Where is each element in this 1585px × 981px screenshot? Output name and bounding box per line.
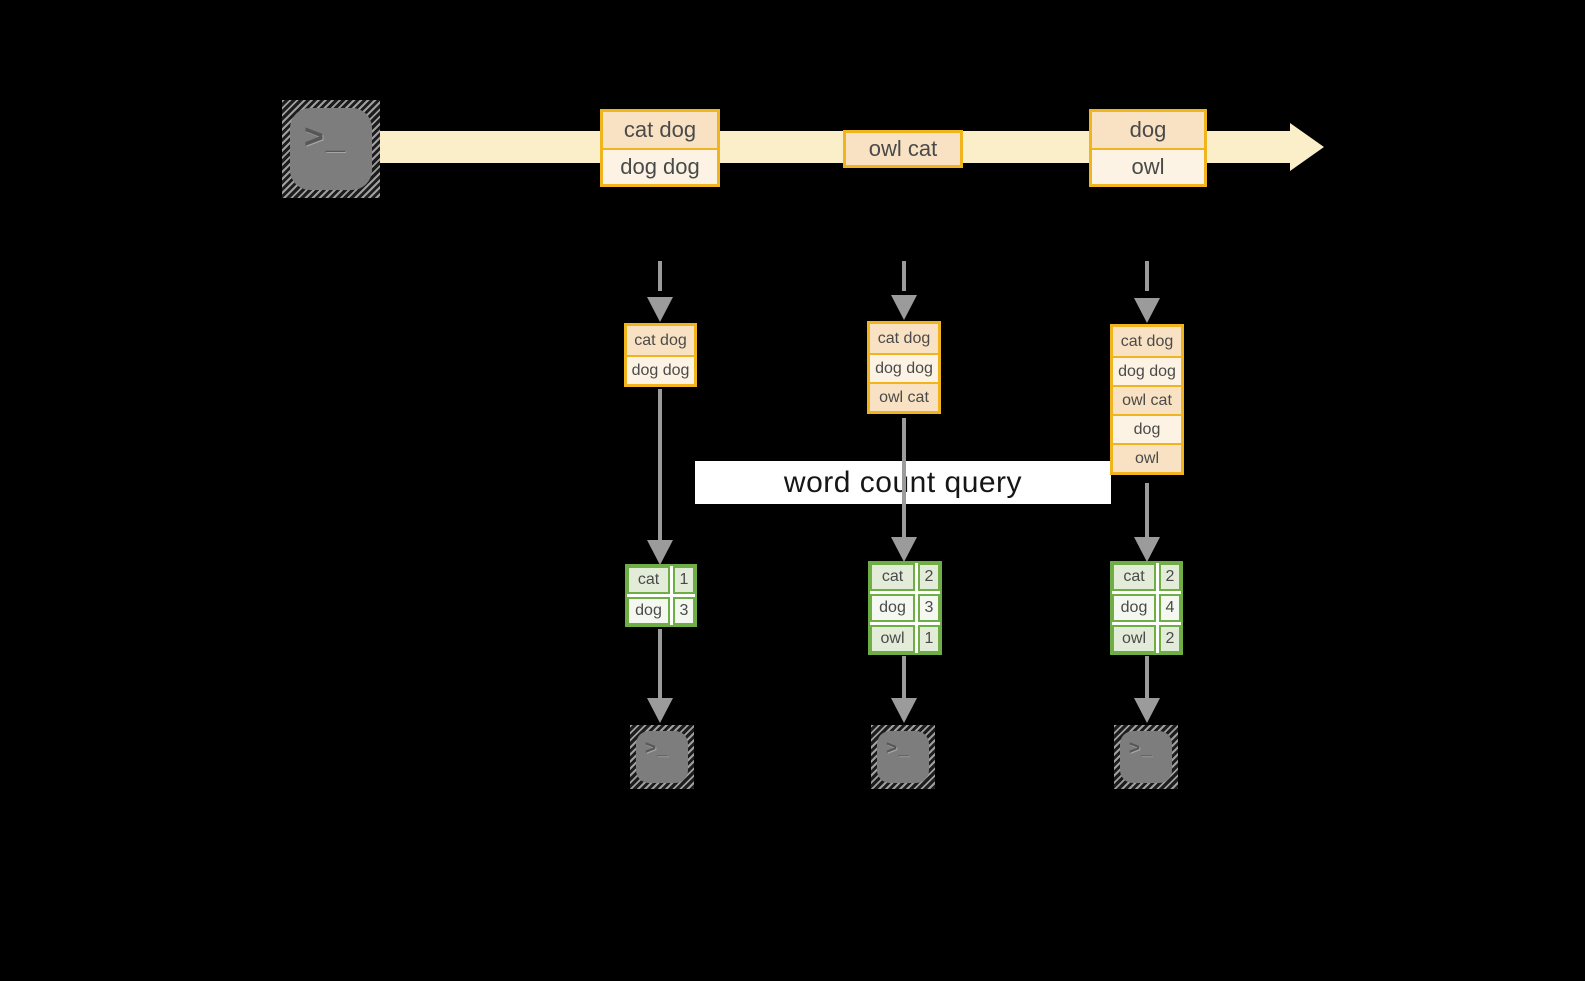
terminal-icon: >_ [290, 108, 372, 190]
trigger-dash-3 [1145, 261, 1149, 291]
input-row: owl cat [1113, 385, 1181, 414]
trigger-dash-1 [658, 261, 662, 291]
input-row: cat dog [1113, 327, 1181, 356]
stream-timeline-arrowhead-icon [1290, 123, 1324, 171]
event-line: dog dog [603, 148, 717, 184]
result-count: 2 [918, 563, 940, 591]
query-line-2 [902, 418, 906, 538]
query-line-1 [658, 389, 662, 542]
output-arrowhead-2 [891, 698, 917, 723]
query-arrowhead-1 [647, 540, 673, 565]
result-table-1: cat 1 dog 3 [625, 564, 697, 627]
timeline-event-box-2: owl cat [843, 130, 963, 168]
result-count: 3 [673, 597, 695, 625]
input-row: owl cat [870, 382, 938, 411]
result-word: cat [1112, 563, 1156, 591]
result-word: cat [870, 563, 915, 591]
result-word: owl [870, 625, 915, 653]
terminal-prompt-icon: >_ [1129, 738, 1153, 759]
result-word: dog [627, 597, 670, 625]
input-row: dog dog [870, 353, 938, 382]
result-word: cat [627, 566, 670, 594]
result-word: owl [1112, 625, 1156, 653]
trigger-arrowhead-1 [647, 297, 673, 322]
terminal-icon: >_ [877, 731, 929, 783]
input-row: cat dog [870, 324, 938, 353]
result-table-2: cat 2 dog 3 owl 1 [868, 561, 942, 655]
output-arrowhead-1 [647, 698, 673, 723]
terminal-prompt-icon: >_ [886, 738, 910, 759]
input-table-1: cat dog dog dog [624, 323, 697, 387]
trigger-arrowhead-2 [891, 295, 917, 320]
timeline-event-box-3: dog owl [1089, 109, 1207, 187]
output-line-2 [902, 656, 906, 699]
query-line-3 [1145, 483, 1149, 538]
terminal-prompt-icon: >_ [304, 118, 347, 156]
result-count: 1 [673, 566, 695, 594]
result-count: 2 [1159, 625, 1181, 653]
result-table-3: cat 2 dog 4 owl 2 [1110, 561, 1183, 655]
event-line: owl cat [846, 133, 960, 165]
event-line: owl [1092, 148, 1204, 184]
source-terminal-icon: >_ [282, 100, 380, 198]
result-count: 3 [918, 594, 940, 622]
result-count: 1 [918, 625, 940, 653]
result-count: 2 [1159, 563, 1181, 591]
timeline-event-box-1: cat dog dog dog [600, 109, 720, 187]
result-word: dog [870, 594, 915, 622]
input-table-3: cat dog dog dog owl cat dog owl [1110, 324, 1184, 475]
trigger-dash-2 [902, 261, 906, 291]
output-line-3 [1145, 656, 1149, 699]
sink-terminal-icon-2: >_ [871, 725, 935, 789]
input-table-2: cat dog dog dog owl cat [867, 321, 941, 414]
terminal-icon: >_ [1120, 731, 1172, 783]
input-row: cat dog [627, 326, 694, 355]
result-count: 4 [1159, 594, 1181, 622]
terminal-prompt-icon: >_ [645, 738, 669, 759]
query-arrowhead-2 [891, 537, 917, 562]
query-arrowhead-3 [1134, 537, 1160, 562]
event-line: dog [1092, 112, 1204, 148]
input-row: dog dog [1113, 356, 1181, 385]
output-arrowhead-3 [1134, 698, 1160, 723]
trigger-arrowhead-3 [1134, 298, 1160, 323]
input-row: dog [1113, 414, 1181, 443]
sink-terminal-icon-3: >_ [1114, 725, 1178, 789]
terminal-icon: >_ [636, 731, 688, 783]
output-line-1 [658, 629, 662, 699]
result-word: dog [1112, 594, 1156, 622]
event-line: cat dog [603, 112, 717, 148]
input-row: owl [1113, 443, 1181, 472]
sink-terminal-icon-1: >_ [630, 725, 694, 789]
input-row: dog dog [627, 355, 694, 384]
